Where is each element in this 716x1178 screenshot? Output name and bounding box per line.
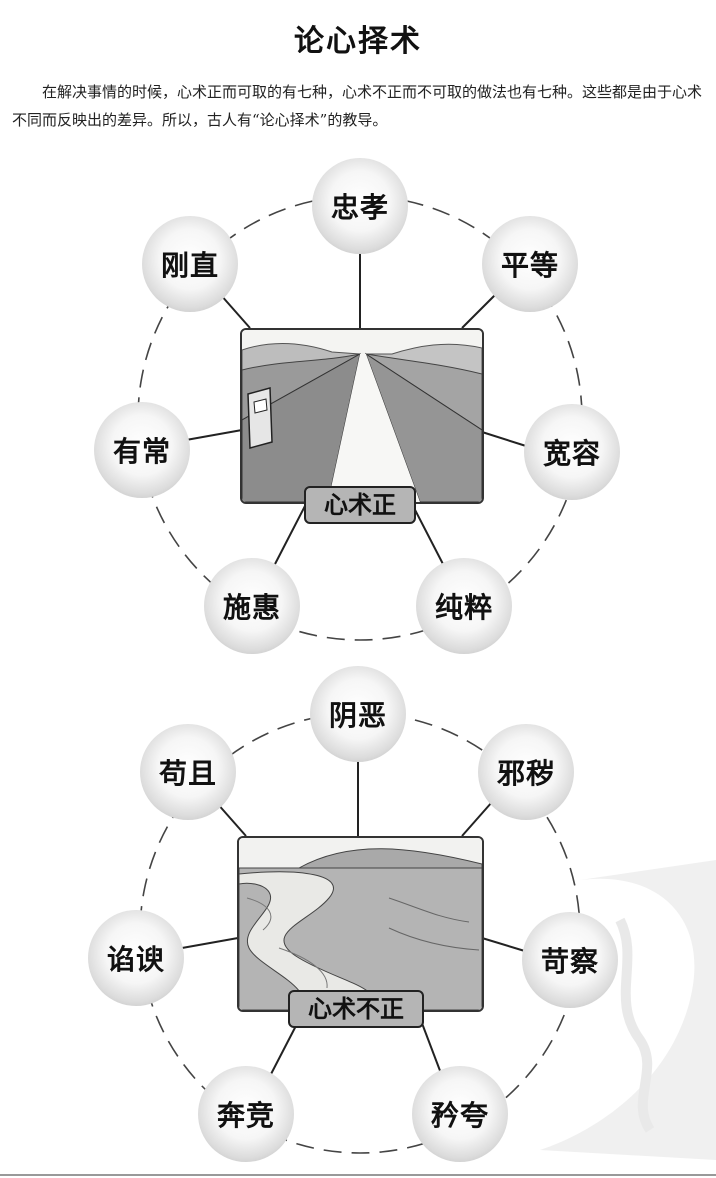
crooked-mind-diagram: 心术不正 阴恶 邪秽 苛察 矜夸 奔竞 谄谀 苟且 bbox=[0, 666, 716, 1173]
page-title: 论心择术 bbox=[294, 24, 422, 59]
node-label: 邪秽 bbox=[496, 757, 555, 790]
calligraphy-watermark bbox=[540, 860, 716, 1160]
virtue-node-benevolence: 施惠 bbox=[204, 558, 300, 654]
node-label: 宽容 bbox=[542, 437, 601, 470]
vice-node-malice: 阴恶 bbox=[310, 666, 406, 762]
node-label: 忠孝 bbox=[330, 191, 389, 224]
node-label: 有常 bbox=[112, 435, 171, 468]
winding-river-illustration bbox=[237, 836, 484, 1012]
upright-mind-diagram: 心术正 忠孝 平等 宽容 纯粹 施惠 有常 刚直 bbox=[0, 158, 716, 660]
node-label: 阴恶 bbox=[328, 699, 387, 732]
node-label: 平等 bbox=[500, 249, 559, 282]
bottom-rule bbox=[0, 1174, 716, 1176]
vice-node-depravity: 邪秽 bbox=[478, 724, 574, 820]
straight-road-illustration bbox=[240, 328, 484, 504]
node-label: 矜夸 bbox=[430, 1099, 489, 1132]
virtue-node-purity: 纯粹 bbox=[416, 558, 512, 654]
node-label: 纯粹 bbox=[434, 591, 493, 624]
vice-node-flattery: 谄谀 bbox=[88, 910, 184, 1006]
center-label-upright: 心术正 bbox=[304, 486, 416, 524]
node-label: 奔竞 bbox=[216, 1099, 275, 1132]
virtue-node-tolerance: 宽容 bbox=[524, 404, 620, 500]
vice-node-arrogance: 矜夸 bbox=[412, 1066, 508, 1162]
vice-node-scrambling: 奔竞 bbox=[198, 1066, 294, 1162]
node-label: 谄谀 bbox=[106, 943, 165, 976]
node-label: 苛察 bbox=[540, 945, 599, 978]
vice-node-nitpicking: 苛察 bbox=[522, 912, 618, 1008]
node-label: 苟且 bbox=[158, 757, 217, 790]
node-label: 施惠 bbox=[222, 591, 281, 624]
virtue-node-equality: 平等 bbox=[482, 216, 578, 312]
virtue-node-uprightness: 刚直 bbox=[142, 216, 238, 312]
vice-node-perfunctoriness: 苟且 bbox=[140, 724, 236, 820]
virtue-node-loyalty: 忠孝 bbox=[312, 158, 408, 254]
center-label-crooked: 心术不正 bbox=[288, 990, 424, 1028]
node-label: 刚直 bbox=[160, 249, 219, 282]
intro-paragraph: 在解决事情的时候，心术正而可取的有七种，心术不正而不可取的做法也有七种。这些都是… bbox=[12, 83, 703, 129]
virtue-node-constancy: 有常 bbox=[94, 402, 190, 498]
